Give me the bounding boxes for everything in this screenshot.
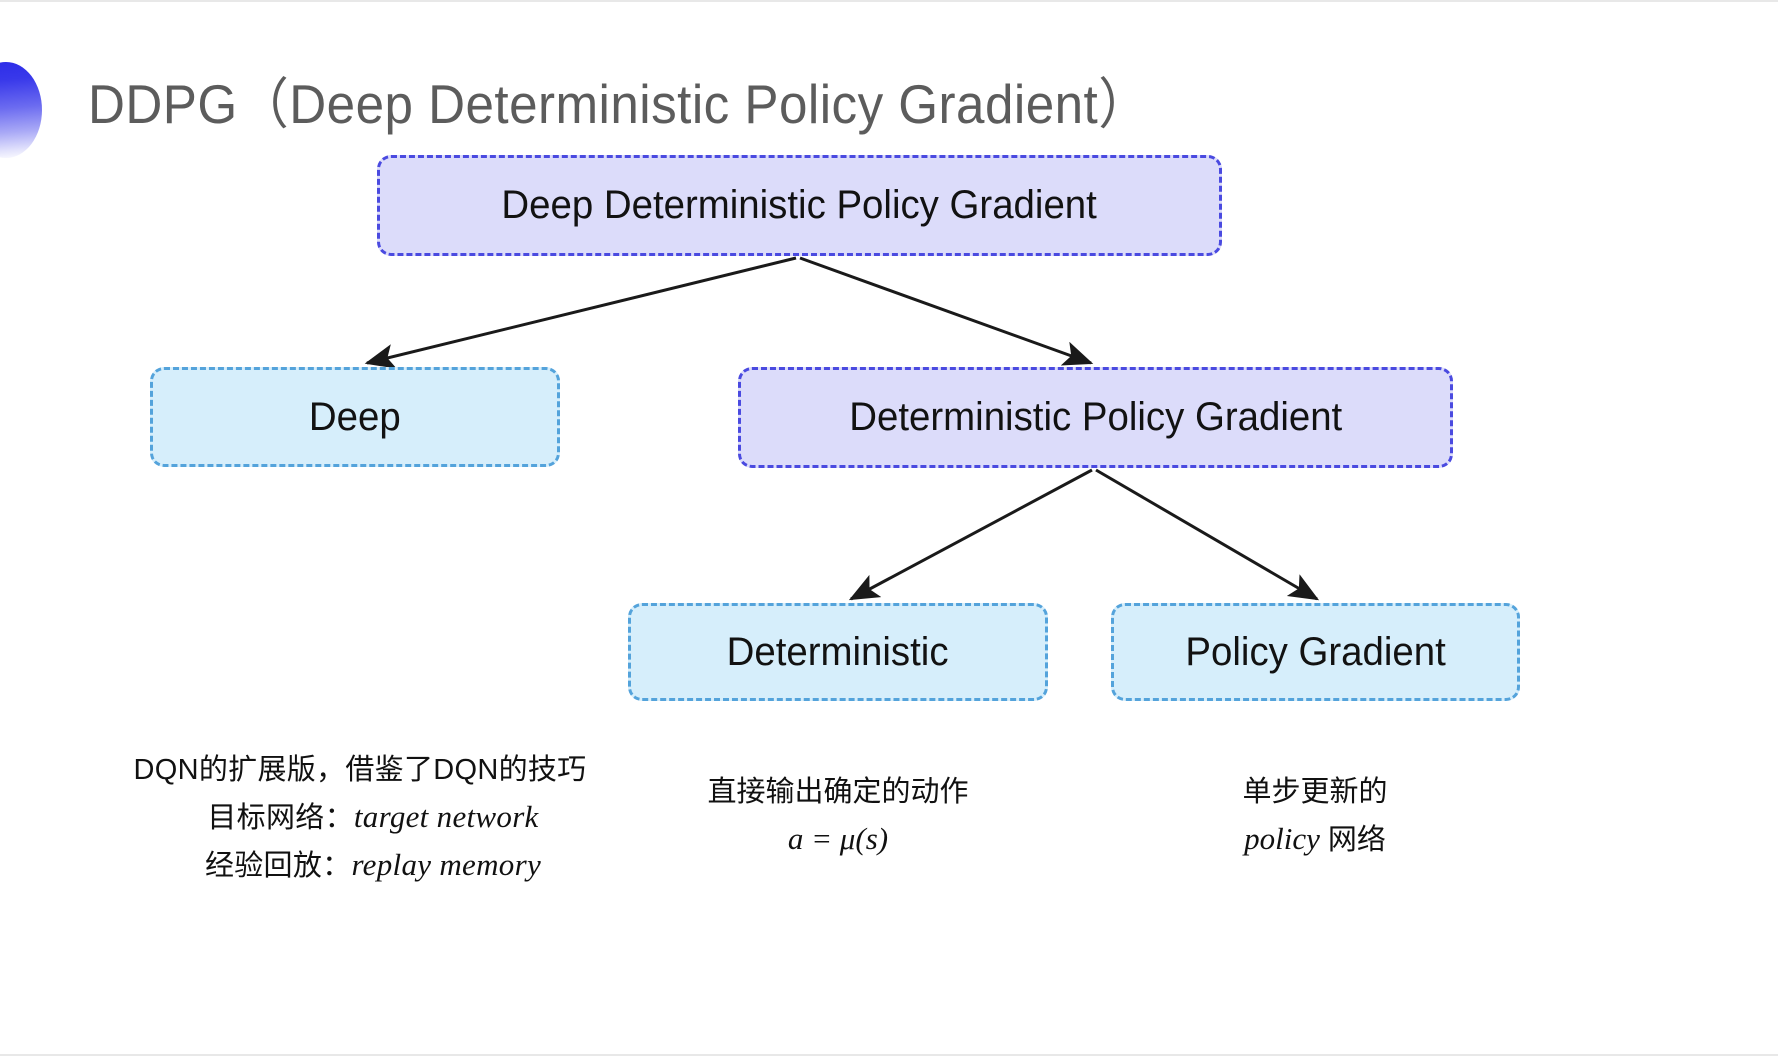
diagram-node-root-label: Deep Deterministic Policy Gradient (501, 183, 1098, 227)
caption-policy-line2-term: policy (1244, 820, 1320, 856)
caption-policy-line1-text: 单步更新的 (1242, 776, 1388, 808)
caption-deterministic-line1-text: 直接输出确定的动作 (707, 776, 969, 808)
caption-deep-line1-text: DQN的扩展版，借鉴了DQN的技巧 (133, 754, 587, 786)
title-accent-circle-icon (0, 62, 42, 158)
caption-deterministic-line1: 直接输出确定的动作 (648, 770, 1028, 815)
caption-deep-line3: 经验回放：replay memory (70, 841, 650, 889)
connector-root-to-deep (364, 256, 797, 369)
connector-dpg-to-policy-gradient (1095, 468, 1320, 601)
caption-deep: DQN的扩展版，借鉴了DQN的技巧 目标网络：target network 经验… (70, 748, 650, 889)
diagram-node-deterministic[interactable]: Deterministic (628, 603, 1048, 701)
caption-deterministic-formula: a = μ(s) (648, 815, 1028, 863)
caption-deep-line2: 目标网络：target network (70, 793, 650, 841)
caption-deterministic-formula-text: a = μ(s) (787, 820, 889, 856)
caption-policy-line2: policy 网络 (1140, 815, 1490, 863)
caption-deep-line2-term: target network (353, 798, 539, 834)
caption-deep-line1: DQN的扩展版，借鉴了DQN的技巧 (70, 748, 650, 793)
caption-deep-line3-term: replay memory (351, 846, 542, 882)
diagram-node-deep-label: Deep (309, 394, 401, 439)
diagram-node-deterministic-label: Deterministic (727, 629, 949, 674)
diagram-node-policy-gradient[interactable]: Policy Gradient (1111, 603, 1520, 701)
diagram-node-dpg[interactable]: Deterministic Policy Gradient (738, 367, 1453, 468)
connector-root-to-dpg (799, 256, 1094, 366)
caption-policy-line1: 单步更新的 (1140, 770, 1490, 815)
slide-top-border (0, 0, 1778, 2)
diagram-node-dpg-label: Deterministic Policy Gradient (849, 395, 1342, 439)
diagram-node-root[interactable]: Deep Deterministic Policy Gradient (377, 155, 1222, 256)
slide-bottom-border (0, 1054, 1778, 1056)
caption-policy-gradient: 单步更新的 policy 网络 (1140, 770, 1490, 863)
connector-dpg-to-deterministic (848, 468, 1093, 601)
caption-policy-line2-suffix: 网络 (1319, 823, 1386, 856)
slide-title-bar: DDPG（Deep Deterministic Policy Gradient） (0, 56, 1400, 166)
caption-deep-line2-label: 目标网络： (207, 801, 354, 834)
caption-deterministic: 直接输出确定的动作 a = μ(s) (648, 770, 1028, 863)
caption-deep-line3-label: 经验回放： (204, 849, 352, 882)
diagram-node-deep[interactable]: Deep (150, 367, 560, 467)
page-title: DDPG（Deep Deterministic Policy Gradient） (88, 73, 1150, 135)
diagram-node-policy-gradient-label: Policy Gradient (1185, 629, 1446, 674)
